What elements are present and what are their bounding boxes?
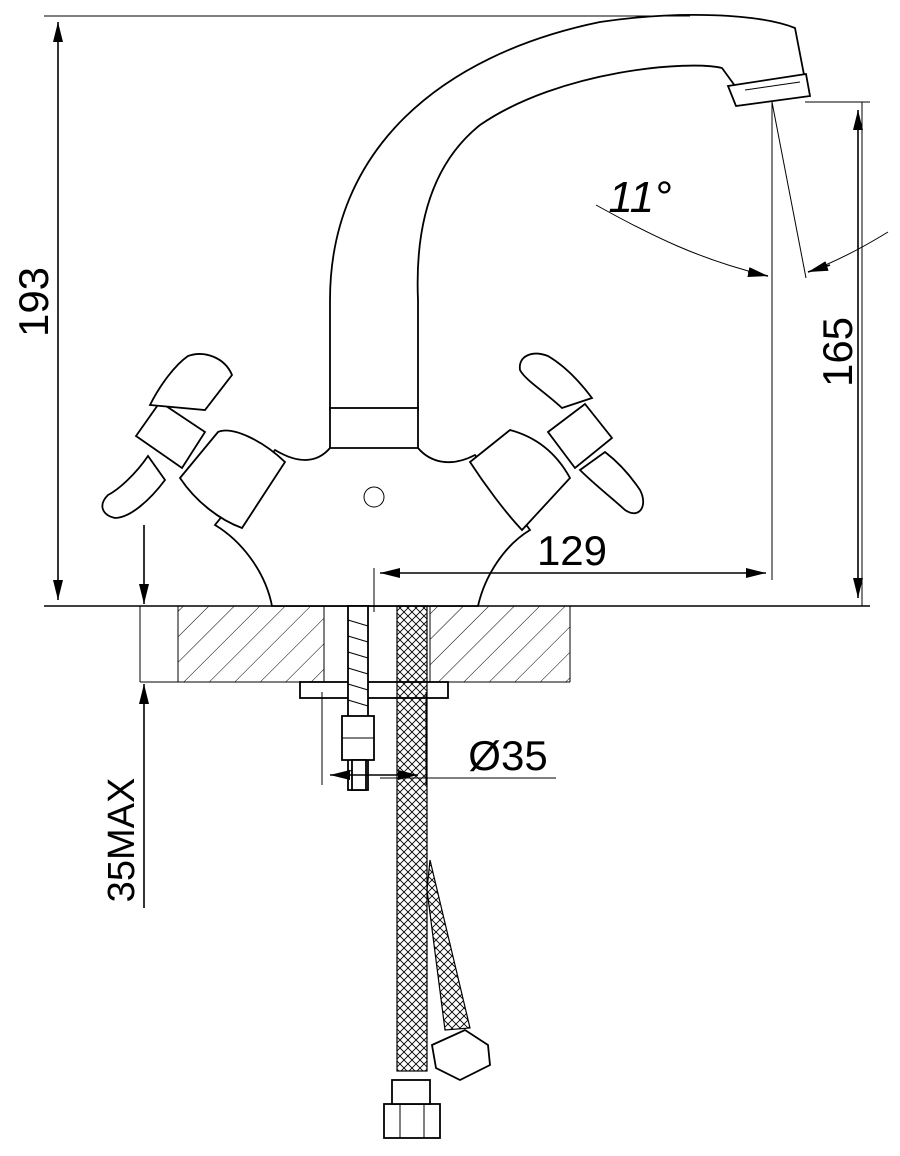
mounting-hole-indicator	[363, 486, 385, 508]
dimension-spout-angle: 11°	[595, 101, 889, 279]
flexible-hoses	[383, 605, 491, 1139]
left-valve-handle	[101, 353, 287, 530]
dimension-hole-diameter: Ø35	[321, 692, 556, 785]
label-spout-height: 165	[814, 317, 861, 387]
label-spout-reach: 129	[537, 527, 607, 574]
label-spout-angle: 11°	[608, 173, 671, 222]
label-counter-thickness: 35MAX	[101, 778, 143, 903]
dimension-counter-thickness: 35MAX	[101, 525, 149, 908]
faucet-body	[213, 447, 532, 607]
spout	[329, 13, 812, 411]
spout-collar	[329, 407, 419, 453]
label-total-height: 193	[10, 267, 57, 337]
dimension-spout-height: 165	[805, 101, 870, 606]
hose-nut-left	[383, 1103, 441, 1139]
dimension-spout-reach: 129	[373, 102, 773, 612]
hose-nut-right	[430, 1028, 491, 1082]
label-hole-diameter: Ø35	[468, 732, 547, 779]
countertop-section	[140, 606, 571, 683]
dimension-total-height: 193	[10, 15, 690, 600]
right-valve-handle	[468, 352, 645, 532]
